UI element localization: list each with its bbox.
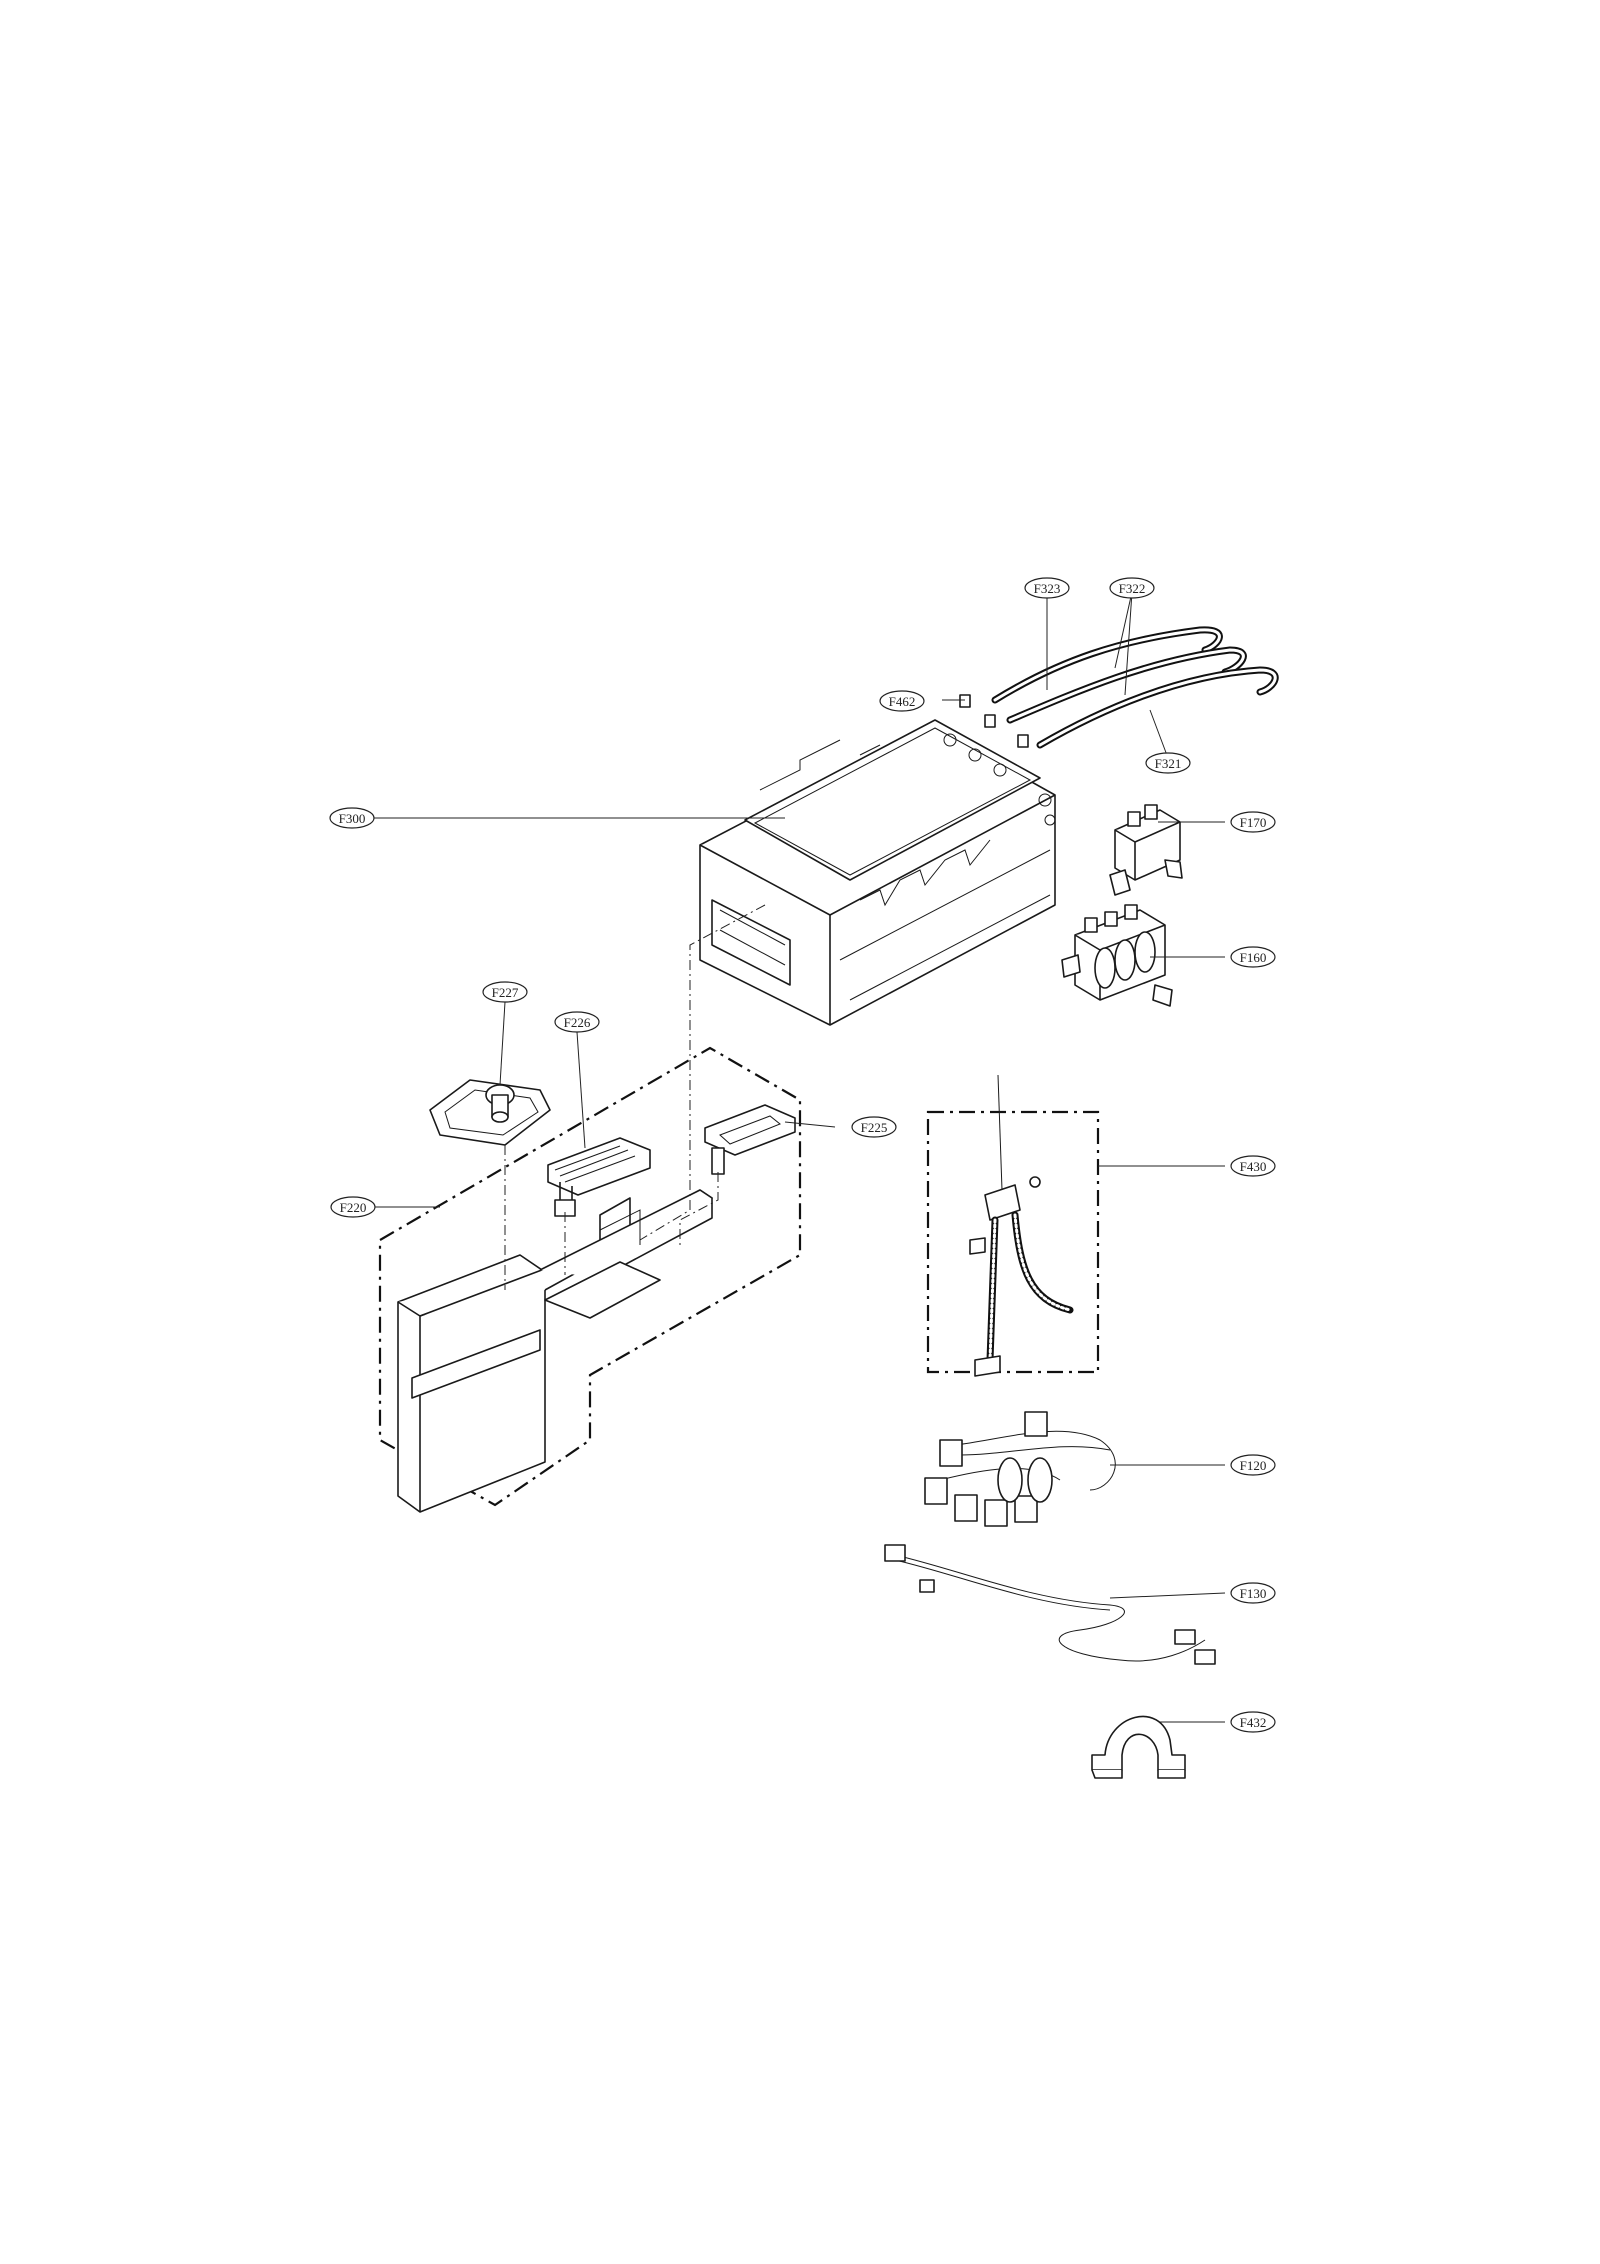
svg-text:F462: F462 — [889, 694, 916, 709]
svg-text:F321: F321 — [1155, 756, 1182, 771]
svg-text:F225: F225 — [861, 1120, 888, 1135]
svg-text:F226: F226 — [564, 1015, 591, 1030]
callout-f300: F300 — [329, 807, 375, 829]
detergent-drawer — [397, 1189, 713, 1513]
alignment-line — [679, 1172, 719, 1245]
single-water-valve — [1109, 804, 1183, 896]
breather-hose-assembly — [969, 1074, 1074, 1377]
callout-f430: F430 — [1230, 1155, 1276, 1177]
breather-kit-boundary — [926, 1110, 1100, 1374]
svg-text:F300: F300 — [339, 811, 366, 826]
svg-text:F430: F430 — [1240, 1159, 1267, 1174]
dispenser-housing — [699, 719, 1056, 1026]
siphon-cap-right — [704, 1104, 796, 1175]
softener-cap — [429, 1079, 551, 1146]
wire-harness-main — [924, 1411, 1116, 1527]
svg-text:F432: F432 — [1240, 1715, 1267, 1730]
svg-text:F323: F323 — [1034, 581, 1061, 596]
callout-f462: F462 — [879, 690, 925, 712]
svg-text:F160: F160 — [1240, 950, 1267, 965]
callout-f323: F323 — [1024, 577, 1070, 599]
callout-f321: F321 — [1145, 752, 1191, 774]
callout-f170: F170 — [1230, 811, 1276, 833]
callout-f432: F432 — [1230, 1711, 1276, 1733]
callout-f322: F322 — [1109, 577, 1155, 599]
leader-lines — [368, 591, 1226, 1723]
callout-f160: F160 — [1230, 946, 1276, 968]
siphon-cap-center — [547, 1137, 651, 1217]
wire-harness-secondary — [884, 1544, 1216, 1665]
callout-f130: F130 — [1230, 1582, 1276, 1604]
hose-clamp — [1091, 1715, 1186, 1779]
svg-text:F220: F220 — [340, 1200, 367, 1215]
alignment-line — [639, 904, 766, 1241]
svg-text:F227: F227 — [492, 985, 519, 1000]
callout-f226: F226 — [554, 1011, 600, 1033]
callout-f220: F220 — [330, 1196, 376, 1218]
svg-text:F322: F322 — [1119, 581, 1146, 596]
callout-f225: F225 — [851, 1116, 897, 1138]
callout-f120: F120 — [1230, 1454, 1276, 1476]
svg-text:F130: F130 — [1240, 1586, 1267, 1601]
svg-text:F120: F120 — [1240, 1458, 1267, 1473]
inlet-hoses — [959, 626, 1279, 749]
callout-f227: F227 — [482, 981, 528, 1003]
svg-text:F170: F170 — [1240, 815, 1267, 830]
triple-water-valve — [1061, 904, 1173, 1007]
